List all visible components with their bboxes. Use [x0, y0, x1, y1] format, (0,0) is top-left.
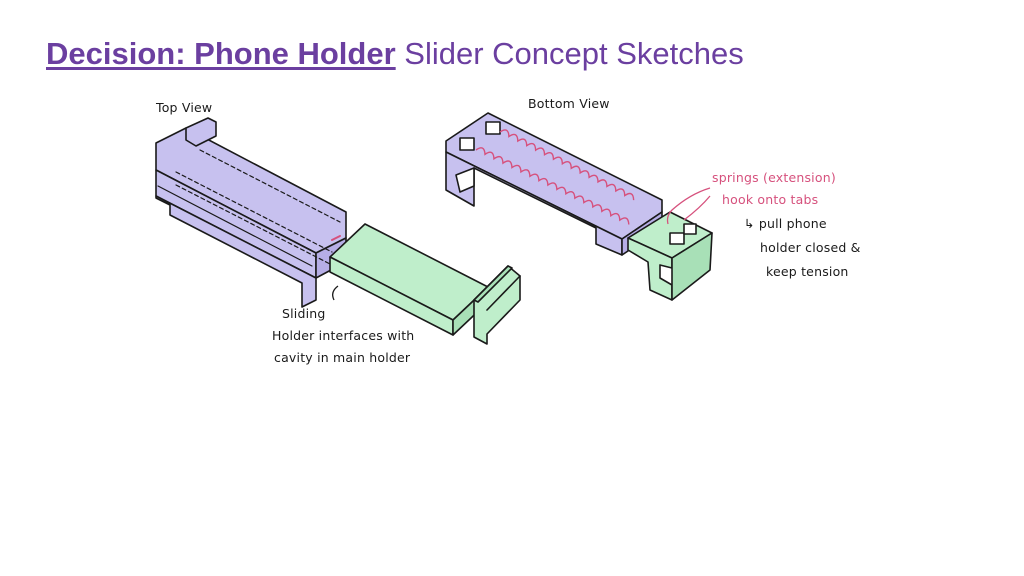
bottom-view-main-holder [446, 113, 662, 255]
label-springs-1: springs (extension) [712, 170, 836, 185]
top-view-main-holder [156, 118, 346, 307]
sliding-holder [330, 224, 520, 344]
label-pull-3: keep tension [766, 264, 849, 279]
label-top-view: Top View [156, 100, 212, 115]
label-bottom-view: Bottom View [528, 96, 610, 111]
label-pull-1: ↳ pull phone [744, 216, 827, 231]
label-sliding-1: Sliding [282, 306, 326, 321]
label-pull-2: holder closed & [760, 240, 861, 255]
label-sliding-2: Holder interfaces with [272, 328, 414, 343]
label-springs-2: hook onto tabs [722, 192, 818, 207]
label-sliding-3: cavity in main holder [274, 350, 410, 365]
